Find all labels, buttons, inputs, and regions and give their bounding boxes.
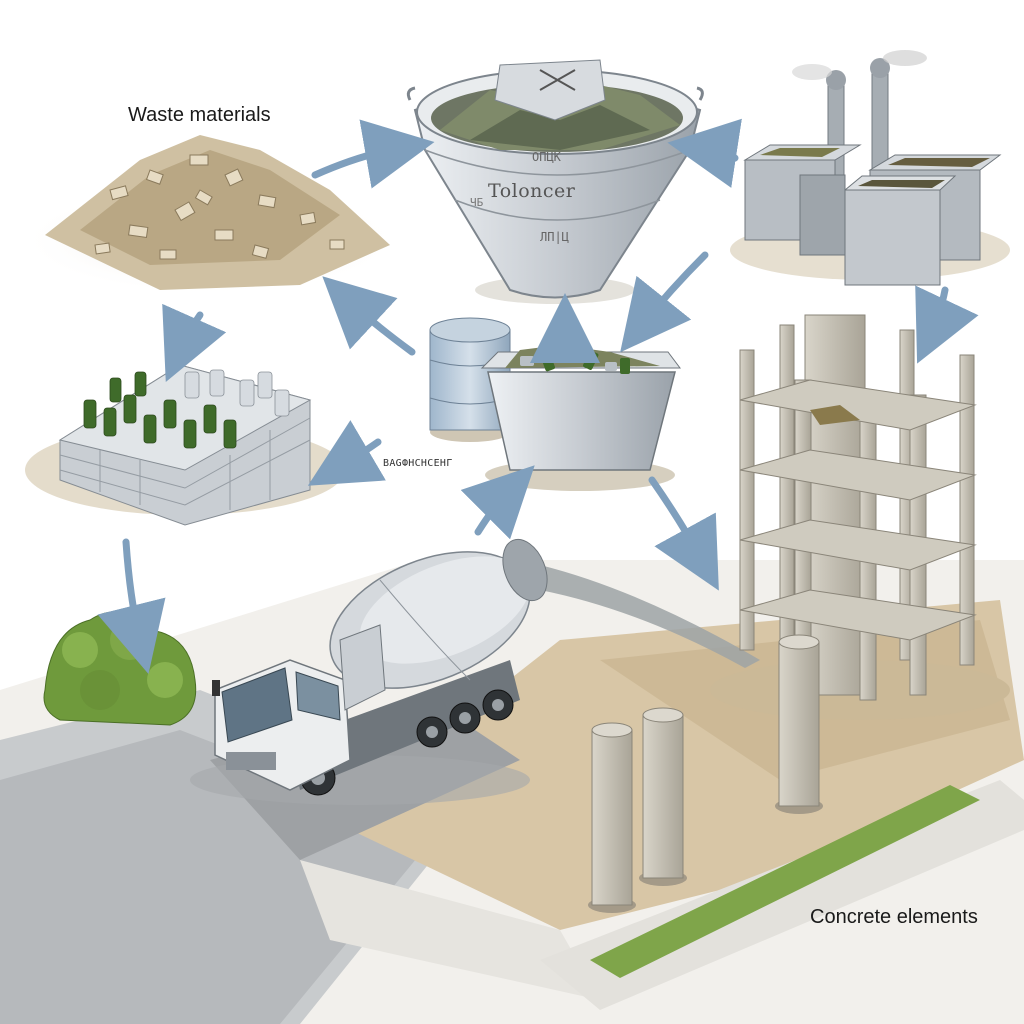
arrow-truck-to-center [460,465,535,540]
collection-hopper [406,59,704,304]
bottle-stack [25,364,345,526]
hopper-text-bottom: ЛП|Ц [540,230,569,244]
sorting-label: ВАGФНСНСЕНГ [383,458,453,469]
processing-bins [730,50,1010,286]
waste-materials-label: Waste materials [128,104,271,126]
flow-arrows [97,118,979,674]
arrow-waste-to-hopper [311,119,435,189]
concrete-frame-tower [710,314,1010,720]
sorting-bin [480,345,681,491]
mixer-truck [190,538,548,805]
hedge [43,611,197,726]
arrow-bins-to-tower [915,285,979,364]
arrow-hopper-to-bin [620,251,709,353]
arrow-waste-to-bottles [162,303,227,382]
hopper-text-side: ЧБ [470,196,484,209]
arrow-bottles-to-hedge [97,538,166,674]
concrete-columns [588,634,823,913]
concrete-pour-stream [540,565,760,668]
arrow-bins-to-hopper [667,118,742,188]
concrete-elements-label: Concrete elements [810,906,978,928]
arrow-center-to-bottles [307,420,386,486]
arrow-bin-to-site [648,476,719,591]
rubble-pile [20,135,400,295]
grass-strip [590,785,980,978]
hopper-text-middle: Toloncer [488,180,576,202]
hopper-text-top: ОПЦК [532,150,561,164]
arrow-center-to-waste [322,276,416,356]
